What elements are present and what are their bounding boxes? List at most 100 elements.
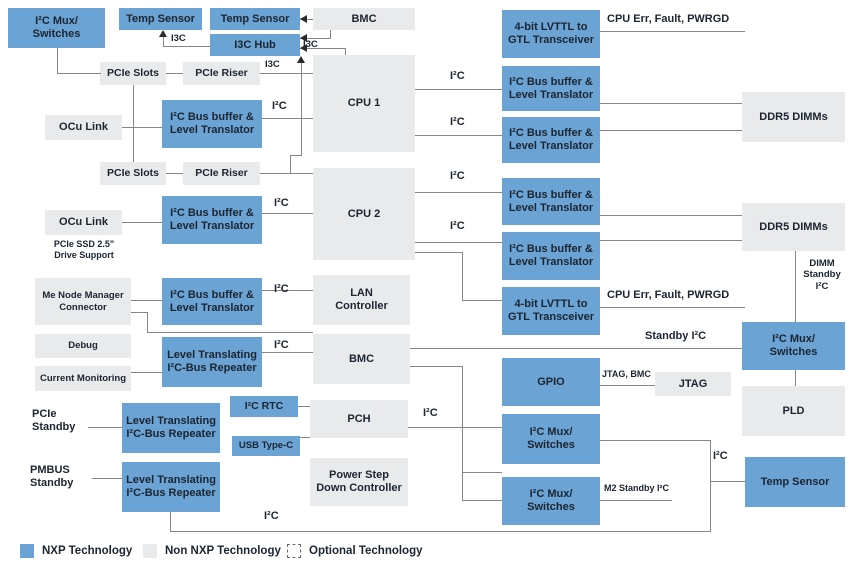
connector-line-10 xyxy=(262,118,313,119)
label-i2c-label-pch: I²C xyxy=(423,407,438,419)
node-ddr5-dimms-1: DDR5 DIMMs xyxy=(742,92,845,142)
label-i2c-label-cpu1-a: I²C xyxy=(450,70,465,82)
connector-line-18 xyxy=(131,312,147,313)
connector-line-21 xyxy=(262,290,313,291)
label-i2c-label-buf1: I²C xyxy=(272,100,287,112)
arrowhead-left-2 xyxy=(300,44,307,52)
connector-line-20 xyxy=(147,332,313,333)
connector-line-15 xyxy=(88,427,122,428)
node-i2c-bus-buffer-7: I²C Bus buffer & Level Translator xyxy=(502,232,600,280)
connector-line-34 xyxy=(415,135,502,136)
node-power-step-down-controller: Power Step Down Controller xyxy=(310,458,408,506)
node-i2c-rtc: I²C RTC xyxy=(230,396,298,417)
connector-line-16 xyxy=(92,478,122,479)
connector-line-22 xyxy=(131,372,162,373)
connector-line-2 xyxy=(166,73,183,74)
label-i2c-label-temp3: I²C xyxy=(713,450,728,462)
node-ocu-link-2: OCu Link xyxy=(45,210,122,235)
node-cpu-1: CPU 1 xyxy=(313,55,415,152)
connector-line-11 xyxy=(166,173,183,174)
node-i2c-bus-buffer-1: I²C Bus buffer & Level Translator xyxy=(162,100,262,148)
connector-line-32 xyxy=(163,46,210,47)
label-pcie-ssd-note: PCIe SSD 2.5" Drive Support xyxy=(53,239,115,260)
connector-line-55 xyxy=(600,440,710,441)
connector-line-50 xyxy=(462,366,463,500)
connector-line-49 xyxy=(410,366,462,367)
node-pcie-slots-1: PCIe Slots xyxy=(100,62,166,85)
connector-line-1 xyxy=(57,73,101,74)
label-i2c-label-rep1: I²C xyxy=(274,339,289,351)
connector-line-12 xyxy=(260,173,313,174)
connector-line-37 xyxy=(415,252,462,253)
connector-line-56 xyxy=(710,440,711,532)
connector-line-28 xyxy=(300,38,331,39)
connector-line-7 xyxy=(290,155,291,173)
arrowhead-up-4 xyxy=(297,56,305,63)
connector-line-40 xyxy=(600,31,745,32)
connector-line-46 xyxy=(795,251,796,322)
connector-line-47 xyxy=(795,370,796,386)
label-i2c-label-cpu1-b: I²C xyxy=(450,116,465,128)
label-pcie-standby-label: PCIe Standby xyxy=(32,408,76,434)
connector-line-4 xyxy=(301,58,302,74)
label-i2c-label-buf3: I²C xyxy=(274,283,289,295)
node-pcie-riser-2: PCIe Riser xyxy=(183,162,260,185)
legend-non-nxp: Non NXP Technology xyxy=(143,541,281,561)
connector-line-27 xyxy=(330,30,331,38)
node-bmc-main: BMC xyxy=(313,334,410,384)
label-dimm-standby-label: DIMM Standby I²C xyxy=(803,258,841,292)
legend-optional-swatch-icon xyxy=(287,544,301,558)
connector-line-36 xyxy=(415,242,502,243)
connector-line-24 xyxy=(298,406,310,407)
connector-line-17 xyxy=(131,300,162,301)
label-standby-i2c-label: Standby I²C xyxy=(645,330,707,342)
node-i3c-hub: I3C Hub xyxy=(210,34,300,56)
connector-line-53 xyxy=(408,427,502,428)
legend-nxp-label: NXP Technology xyxy=(42,545,133,557)
label-i3c-label-riser1: I3C xyxy=(265,59,280,70)
node-gtl-transceiver-1: 4-bit LVTTL to GTL Transceiver xyxy=(502,10,600,58)
node-i2c-mux-switches-right: I²C Mux/ Switches xyxy=(742,322,845,370)
connector-line-54 xyxy=(600,385,655,386)
connector-line-31 xyxy=(163,31,164,46)
label-i2c-label-bottom: I²C xyxy=(264,510,279,522)
label-cpu-err-label-1: CPU Err, Fault, PWRGD xyxy=(607,13,730,25)
connector-line-6 xyxy=(290,155,302,156)
label-i2c-label-cpu2-a: I²C xyxy=(450,170,465,182)
connector-line-44 xyxy=(600,215,742,216)
node-usb-type-c: USB Type-C xyxy=(232,436,300,456)
label-pmbus-standby-label: PMBUS Standby xyxy=(30,464,74,490)
connector-line-25 xyxy=(300,437,310,438)
node-i2c-bus-buffer-3: I²C Bus buffer & Level Translator xyxy=(162,278,262,325)
connector-line-5 xyxy=(301,73,302,155)
connector-line-33 xyxy=(415,89,502,90)
node-gtl-transceiver-2: 4-bit LVTTL to GTL Transceiver xyxy=(502,287,600,335)
node-pcie-slots-2: PCIe Slots xyxy=(100,162,166,185)
connector-line-57 xyxy=(710,481,745,482)
node-debug: Debug xyxy=(35,334,131,358)
node-ocu-link-1: OCu Link xyxy=(45,115,122,140)
node-ddr5-dimms-2: DDR5 DIMMs xyxy=(742,203,845,251)
node-jtag: JTAG xyxy=(655,372,731,396)
node-gpio: GPIO xyxy=(502,358,600,406)
node-i2c-mux-switches-mid-2: I²C Mux/ Switches xyxy=(502,477,600,525)
node-bmc-top: BMC xyxy=(313,8,415,30)
connector-line-41 xyxy=(600,307,745,308)
node-level-translating-repeater-1: Level Translating I²C-Bus Repeater xyxy=(162,337,262,387)
node-i2c-mux-switches-top-left: I²C Mux/ Switches xyxy=(8,8,105,48)
connector-line-39 xyxy=(462,300,502,301)
connector-line-3 xyxy=(260,73,313,74)
node-pch: PCH xyxy=(310,400,408,438)
legend-nxp: NXP Technology xyxy=(20,541,132,561)
node-temp-sensor-3: Temp Sensor xyxy=(745,457,845,507)
connector-line-35 xyxy=(415,192,502,193)
node-me-node-manager-connector: Me Node Manager Connector xyxy=(35,278,131,325)
node-i2c-bus-buffer-4: I²C Bus buffer & Level Translator xyxy=(502,66,600,111)
label-cpu-err-label-2: CPU Err, Fault, PWRGD xyxy=(607,289,730,301)
connector-line-42 xyxy=(600,103,742,104)
connector-line-38 xyxy=(462,252,463,300)
node-level-translating-repeater-3: Level Translating I²C-Bus Repeater xyxy=(122,462,220,512)
connector-line-13 xyxy=(122,222,162,223)
node-i2c-bus-buffer-5: I²C Bus buffer & Level Translator xyxy=(502,117,600,163)
